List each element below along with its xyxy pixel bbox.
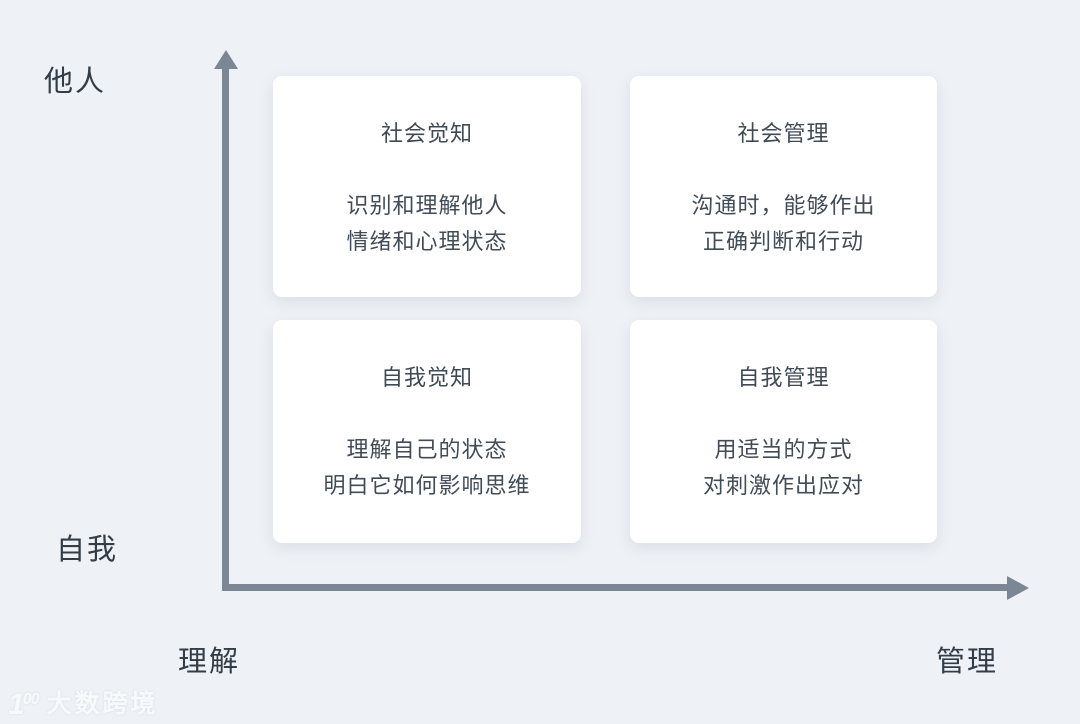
- y-axis-top-label: 他人: [44, 66, 107, 98]
- quadrant-card-social-awareness: 社会觉知 识别和理解他人 情绪和心理状态: [273, 76, 581, 297]
- description-line: 用适当的方式: [714, 437, 853, 462]
- quadrant-description: 理解自己的状态 明白它如何影响思维: [273, 432, 581, 504]
- quadrant-description: 沟通时，能够作出 正确判断和行动: [630, 188, 937, 260]
- description-line: 理解自己的状态: [346, 437, 508, 462]
- quadrant-title: 自我管理: [737, 365, 830, 390]
- description-line: 正确判断和行动: [702, 229, 864, 254]
- watermark-brand-text: 大数跨境: [46, 690, 159, 718]
- quadrant-title: 社会觉知: [380, 121, 473, 146]
- description-line: 识别和理解他人: [346, 193, 508, 218]
- quadrant-card-self-awareness: 自我觉知 理解自己的状态 明白它如何影响思维: [273, 320, 581, 543]
- description-line: 沟通时，能够作出: [691, 193, 876, 218]
- y-axis-bottom-label: 自我: [56, 534, 119, 566]
- quadrant-title: 自我觉知: [380, 365, 473, 390]
- description-line: 情绪和心理状态: [346, 229, 508, 254]
- quadrant-description: 用适当的方式 对刺激作出应对: [630, 432, 937, 504]
- quadrant-card-social-management: 社会管理 沟通时，能够作出 正确判断和行动: [630, 76, 937, 297]
- y-axis-arrow-up-icon: [214, 50, 238, 69]
- watermark-logo-icon: 100: [8, 687, 39, 721]
- watermark: 100 大数跨境: [8, 684, 159, 720]
- x-axis-line: [222, 584, 1008, 591]
- quadrant-title: 社会管理: [737, 121, 830, 146]
- x-axis-right-label: 管理: [936, 646, 999, 678]
- x-axis-arrow-right-icon: [1007, 576, 1029, 600]
- x-axis-left-label: 理解: [178, 646, 241, 678]
- quadrant-description: 识别和理解他人 情绪和心理状态: [273, 188, 581, 260]
- quadrant-card-self-management: 自我管理 用适当的方式 对刺激作出应对: [630, 320, 937, 543]
- y-axis-line: [222, 66, 229, 591]
- description-line: 对刺激作出应对: [702, 473, 864, 498]
- description-line: 明白它如何影响思维: [323, 473, 531, 498]
